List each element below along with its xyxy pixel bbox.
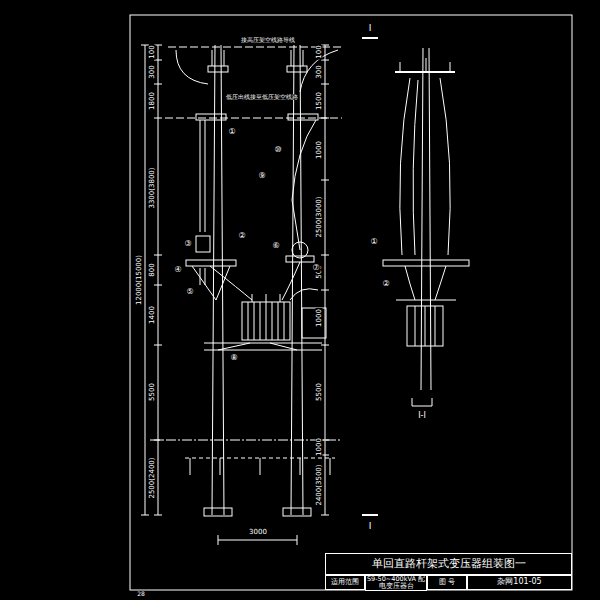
callout-label: ② — [237, 232, 246, 240]
dim-line — [158, 45, 159, 515]
lv-box — [302, 308, 326, 338]
right-pole — [291, 45, 303, 515]
side-transformer — [407, 306, 443, 346]
callout-label: ⑨ — [257, 172, 266, 180]
lead-wire — [176, 50, 208, 84]
callout-label: 接高压架空线路导线 — [240, 37, 296, 43]
dim-line — [325, 45, 326, 515]
callout-label: 28 — [136, 591, 146, 597]
dimension-text: 1000 — [316, 308, 323, 328]
title-text: 适用范围 — [331, 579, 359, 586]
callout-label: 低压出线接至低压架空线路 — [225, 94, 299, 100]
title-block-cell: 单回直路杆架式变压器组装图一 — [325, 553, 572, 575]
title-text: 图 号 — [439, 579, 455, 586]
callout-label: ⑧ — [229, 354, 238, 362]
dimension-text: 300 — [149, 64, 156, 79]
dim-line — [218, 540, 297, 541]
title-text: S9-50~400kVA 配电变压器台 — [366, 576, 426, 590]
lv-line — [165, 118, 342, 119]
ground-rod — [190, 458, 330, 475]
title-block-cell: 杂网101-05 — [467, 575, 572, 590]
dimension-text: 800 — [149, 262, 156, 277]
down-lead — [292, 120, 316, 250]
dimension-text: 1400 — [149, 305, 156, 325]
dimension-text: 300 — [316, 64, 323, 79]
dimension-text: 100 — [316, 44, 323, 59]
transformer — [242, 302, 290, 340]
left-pole — [212, 45, 224, 515]
callout-label: ② — [381, 280, 390, 288]
arrester — [200, 268, 205, 285]
callout-label: 3000 — [248, 529, 268, 536]
callout-label: ⑦ — [311, 264, 320, 272]
dimension-text: 2400(3500) — [316, 463, 323, 506]
section-mark — [362, 38, 378, 515]
crossarm — [287, 66, 307, 72]
fuse-cutout — [196, 236, 210, 252]
brace — [192, 266, 230, 300]
callout-label: I — [368, 24, 373, 33]
dimension-text: 1000 — [316, 140, 323, 160]
channel-section — [412, 398, 432, 406]
crossarm — [186, 260, 236, 266]
pole-base — [283, 508, 311, 516]
pole-base — [204, 508, 232, 516]
bushing — [252, 294, 280, 302]
dimension-text: 5500 — [316, 382, 323, 402]
callout-label: ① — [227, 128, 236, 136]
side-lead — [400, 78, 450, 255]
side-crossarm — [395, 71, 455, 73]
side-crossarm — [383, 260, 469, 266]
title-text: 杂网101-05 — [497, 578, 541, 586]
dimension-text: 2500(3000) — [316, 195, 323, 238]
callout-label: ⑤ — [185, 288, 194, 296]
title-block-cell: 图 号 — [427, 575, 467, 590]
lead-clamp — [292, 242, 308, 258]
crossarm — [288, 114, 318, 120]
callout-label: ⑩ — [273, 146, 282, 154]
down-lead — [200, 120, 205, 232]
hv-lead — [210, 262, 300, 300]
callout-label: ① — [369, 238, 378, 246]
callout-label: I-I — [417, 412, 427, 420]
crossarm — [208, 66, 228, 72]
dimension-text: 100 — [149, 44, 156, 59]
dimension-text: 3300(3800) — [149, 166, 156, 209]
dimension-text: 1800 — [149, 91, 156, 111]
dimension-text: 1000 — [316, 437, 323, 457]
dimension-text: 12000(15000) — [136, 254, 143, 306]
callout-label: I — [368, 522, 373, 531]
dim-line — [145, 45, 146, 515]
platform-beam — [204, 343, 322, 344]
callout-label: ③ — [183, 240, 192, 248]
title-block-cell: 适用范围 — [325, 575, 365, 590]
crossarm — [196, 114, 226, 120]
dimension-text: 2500(2400) — [149, 456, 156, 499]
callout-label: ④ — [173, 266, 182, 274]
crossarm — [286, 256, 314, 262]
side-pole — [421, 48, 431, 390]
title-text: 单回直路杆架式变压器组装图一 — [372, 558, 526, 570]
dimension-text: 5500 — [149, 382, 156, 402]
ground-line — [150, 440, 342, 441]
callout-label: ⑥ — [271, 242, 280, 250]
title-block-cell: S9-50~400kVA 配电变压器台 — [365, 575, 427, 591]
dimension-text: 1500 — [316, 91, 323, 111]
drawing-frame — [130, 15, 572, 590]
